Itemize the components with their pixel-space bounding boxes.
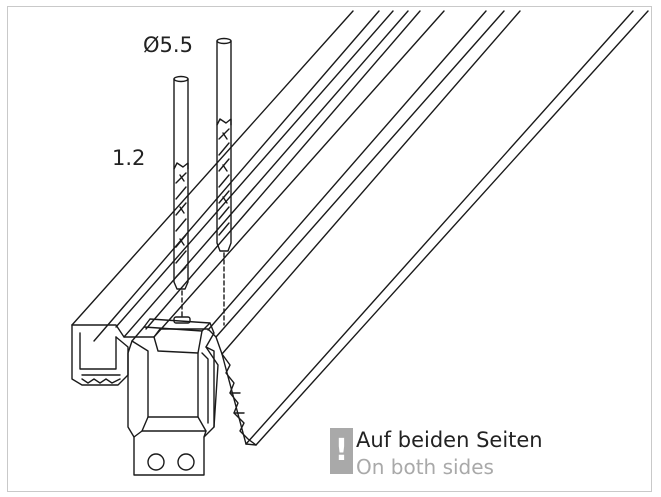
rail-drilling-drawing xyxy=(71,10,649,476)
diagram-frame: Ø5.5 1.2 ! Auf beiden Seiten On both sid… xyxy=(7,6,652,492)
drill-bit-left xyxy=(173,75,189,320)
rail-profile xyxy=(71,10,649,446)
drill-bit-right xyxy=(216,37,232,326)
drill-depth-label: 1.2 xyxy=(112,146,146,170)
note-text-english: On both sides xyxy=(356,455,494,479)
drill-diameter-label: Ø5.5 xyxy=(143,33,193,57)
note-text-german: Auf beiden Seiten xyxy=(356,428,543,452)
exclamation-icon: ! xyxy=(330,428,353,474)
bracket xyxy=(127,316,219,476)
